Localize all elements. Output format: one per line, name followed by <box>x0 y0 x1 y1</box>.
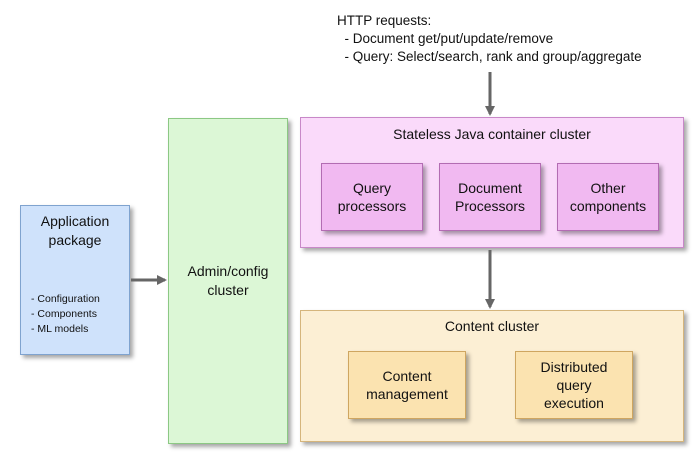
http-requests-note: HTTP requests: - Document get/put/update… <box>337 12 697 66</box>
application-package-box: Application package - Configuration - Co… <box>20 205 130 355</box>
distributed-query-execution-box: Distributed query execution <box>515 351 633 419</box>
other-components-box: Other components <box>557 163 659 231</box>
content-management-box: Content management <box>348 351 466 419</box>
application-package-item-ml-models: - ML models <box>31 323 89 335</box>
other-components-label: Other components <box>569 180 647 214</box>
content-management-label: Content management <box>366 368 448 402</box>
content-cluster-title: Content cluster <box>444 318 540 334</box>
admin-config-cluster-label: Admin/config cluster <box>187 263 269 298</box>
query-processors-label: Query processors <box>337 180 407 214</box>
admin-config-cluster-box: Admin/config cluster <box>168 118 288 444</box>
application-package-item-configuration: - Configuration <box>31 293 100 305</box>
application-package-items: - Configuration - Components - ML models <box>31 292 100 337</box>
stateless-java-container-cluster-box: Stateless Java container cluster Query p… <box>300 117 684 248</box>
application-package-title: Application package <box>40 213 110 248</box>
container-cluster-title: Stateless Java container cluster <box>393 126 591 142</box>
document-processors-label: Document Processors <box>454 180 526 214</box>
document-processors-box: Document Processors <box>439 163 541 231</box>
content-cluster-box: Content cluster Content management Distr… <box>300 310 684 442</box>
http-requests-line-document: - Document get/put/update/remove <box>344 31 554 46</box>
application-package-item-components: - Components <box>31 308 97 320</box>
query-processors-box: Query processors <box>321 163 423 231</box>
http-requests-title: HTTP requests: <box>337 13 432 28</box>
distributed-query-execution-label: Distributed query execution <box>540 359 608 411</box>
http-requests-line-query: - Query: Select/search, rank and group/a… <box>344 49 642 64</box>
